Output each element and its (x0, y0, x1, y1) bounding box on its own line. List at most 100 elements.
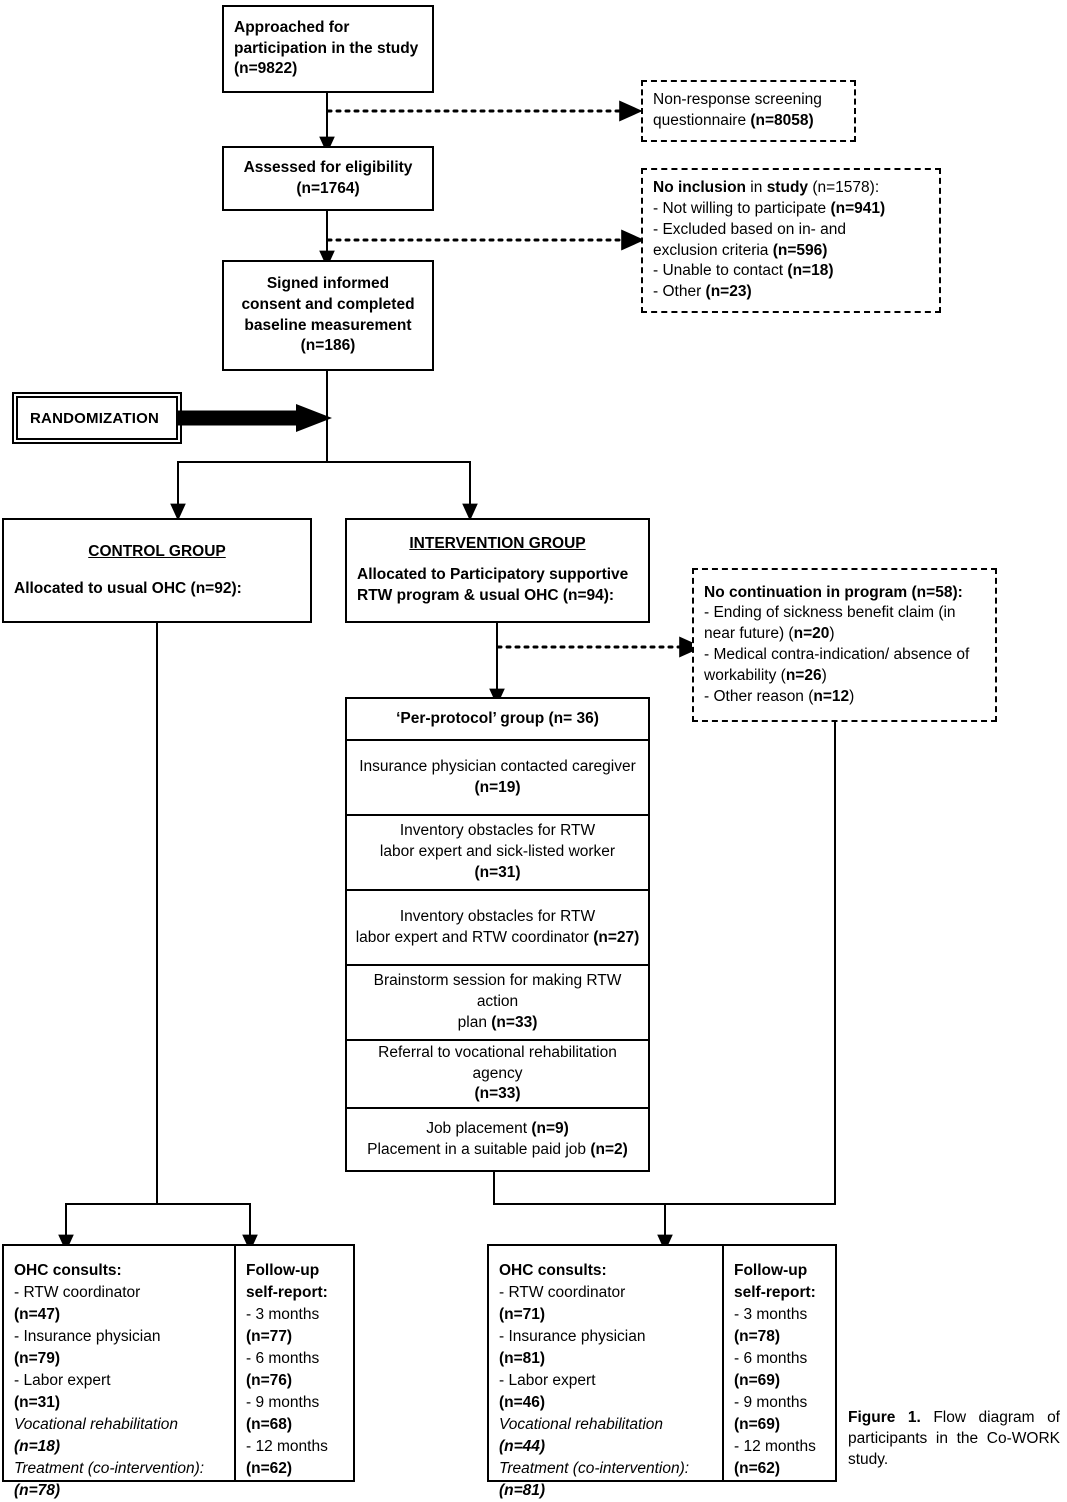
consult-value: (n=46) (499, 1394, 546, 1411)
assessed-line1: Assessed for eligibility (243, 158, 413, 176)
ohc-consults-title: OHC consults: (14, 1262, 122, 1279)
followup-value: (n=69) (734, 1416, 781, 1433)
step-line2: plan (n=33) (457, 1013, 538, 1031)
followup-label: - 9 months (246, 1394, 320, 1411)
followup-title-line1: Follow-up (246, 1262, 320, 1279)
noinclusion-item3: exclusion criteria (n=596) (653, 241, 929, 262)
consult-value: (n=78) (14, 1482, 61, 1499)
node-approached: Approached for participation in the stud… (222, 5, 434, 93)
followup-value: (n=62) (734, 1460, 781, 1477)
consult-label: Vocational rehabilitation (499, 1416, 664, 1433)
consult-label: - RTW coordinator (14, 1284, 141, 1301)
intervention-group-body-line2: RTW program & usual OHC (n=94): (357, 586, 615, 604)
node-randomization: RANDOMIZATION (12, 392, 182, 444)
outcome-box-intervention: OHC consults:- RTW coordinator(n=71)- In… (487, 1244, 837, 1499)
figure-caption-label: Figure 1. (848, 1409, 921, 1426)
per-protocol-step-row: Referral to vocational rehabilitation ag… (347, 1039, 648, 1107)
node-intervention-group: INTERVENTION GROUP Allocated to Particip… (345, 518, 650, 623)
nonresponse-line2-plain: questionnaire (653, 112, 751, 129)
consent-line4: (n=186) (300, 337, 356, 355)
approached-line1: Approached for (234, 18, 350, 36)
followup-value: (n=76) (246, 1372, 293, 1389)
followup-value: (n=68) (246, 1416, 293, 1433)
per-protocol-header: ‘Per-protocol’ group (n= 36) (347, 699, 648, 739)
nocontinuation-item5: - Other reason (n=12) (704, 687, 985, 708)
nocontinuation-item3: - Medical contra-indication/ absence of (704, 646, 970, 663)
per-protocol-step-row: Insurance physician contacted caregiver (… (347, 739, 648, 814)
nocontinuation-item2-tail: ) (829, 625, 835, 643)
consult-value: (n=79) (14, 1350, 61, 1367)
followup-label: - 6 months (734, 1350, 808, 1367)
per-protocol-step-row: Brainstorm session for making RTW action… (347, 964, 648, 1039)
step-line2-count: (n=33) (474, 1085, 521, 1103)
noinclusion-title: No inclusion in study (n=1578): (653, 178, 929, 199)
followup-title-line2: self-report: (246, 1284, 328, 1301)
step-line1: Job placement (n=9) (426, 1119, 569, 1137)
followup-label: - 12 months (246, 1438, 328, 1455)
step-line1: Brainstorm session for making RTW action (373, 972, 622, 1011)
nonresponse-line1: Non-response screening (653, 91, 822, 109)
approached-line2: participation in the study (234, 39, 419, 57)
nocontinuation-item4-bold: n=26 (785, 666, 822, 684)
noinclusion-item4-plain: - Unable to contact (653, 262, 788, 280)
followup-label: - 3 months (734, 1306, 808, 1323)
randomization-label: RANDOMIZATION (30, 409, 159, 427)
node-no-continuation: No continuation in program (n=58): - End… (692, 568, 997, 722)
consent-line2: consent and completed (241, 295, 415, 313)
consult-value: (n=44) (499, 1438, 546, 1455)
step-line1: Referral to vocational rehabilitation ag… (378, 1043, 617, 1082)
followup-title-line2: self-report: (734, 1284, 816, 1301)
followup-label: - 3 months (246, 1306, 320, 1323)
followup-label: - 12 months (734, 1438, 816, 1455)
followup-value: (n=62) (246, 1460, 293, 1477)
noinclusion-item3-plain: exclusion criteria (653, 241, 773, 259)
nocontinuation-item1: - Ending of sickness benefit claim (in (704, 604, 956, 622)
step-line1: Insurance physician contacted caregiver (359, 757, 636, 775)
consult-label: - Labor expert (499, 1372, 596, 1389)
step-line2-count: (n=2) (590, 1140, 628, 1158)
approached-line3: (n=9822) (234, 60, 298, 78)
ohc-consults-column: OHC consults:- RTW coordinator(n=47)- In… (4, 1246, 234, 1499)
outcome-box-control: OHC consults:- RTW coordinator(n=47)- In… (2, 1244, 355, 1499)
step-line2-count: (n=19) (474, 778, 521, 796)
control-group-body: Allocated to usual OHC (n=92): (14, 579, 242, 597)
per-protocol-step-row: Job placement (n=9) Placement in a suitab… (347, 1107, 648, 1170)
step-line2-count: (n=27) (593, 928, 640, 946)
noinclusion-title-bold: No inclusion (653, 179, 746, 197)
step-line2-count: (n=33) (491, 1013, 538, 1031)
step-line2-count: (n=31) (474, 863, 521, 881)
consult-label: - RTW coordinator (499, 1284, 626, 1301)
noinclusion-item2: - Excluded based on in- and (653, 220, 847, 238)
consult-label: Treatment (co-intervention): (14, 1460, 205, 1477)
figure-caption-text: Flow diagram of participants in the Co-W… (848, 1409, 1060, 1468)
figure-caption: Figure 1. Flow diagram of participants i… (848, 1408, 1060, 1470)
nocontinuation-item5-tail: ) (849, 687, 855, 705)
noinclusion-item5-plain: - Other (653, 283, 706, 301)
nocontinuation-item2-bold: n=20 (793, 625, 830, 643)
followup-value: (n=69) (734, 1372, 781, 1389)
consult-value: (n=71) (499, 1306, 546, 1323)
node-non-response: Non-response screening questionnaire (n=… (641, 80, 856, 142)
noinclusion-title-plain1: in (746, 179, 767, 197)
node-control-group: CONTROL GROUP Allocated to usual OHC (n=… (2, 518, 312, 623)
per-protocol-stack: ‘Per-protocol’ group (n= 36)Insurance ph… (345, 697, 650, 1172)
nocontinuation-item4-plain: workability ( (704, 666, 786, 684)
noinclusion-item1-bold: (n=941) (830, 199, 886, 217)
noinclusion-item4: - Unable to contact (n=18) (653, 261, 929, 282)
ohc-consults-column: OHC consults:- RTW coordinator(n=71)- In… (489, 1246, 722, 1499)
nocontinuation-item5-bold: n=12 (813, 687, 850, 705)
step-line1-count: (n=9) (531, 1119, 569, 1137)
consult-label: Vocational rehabilitation (14, 1416, 179, 1433)
consult-label: - Insurance physician (499, 1328, 646, 1345)
node-consent: Signed informed consent and completed ba… (222, 260, 434, 371)
node-assessed: Assessed for eligibility (n=1764) (222, 146, 434, 211)
step-line2: Placement in a suitable paid job (n=2) (367, 1140, 628, 1158)
noinclusion-item1-plain: - Not willing to participate (653, 199, 831, 217)
nocontinuation-item4-tail: ) (821, 666, 827, 684)
noinclusion-title-bold2: study (766, 179, 809, 197)
step-line1: Inventory obstacles for RTW (399, 822, 596, 840)
